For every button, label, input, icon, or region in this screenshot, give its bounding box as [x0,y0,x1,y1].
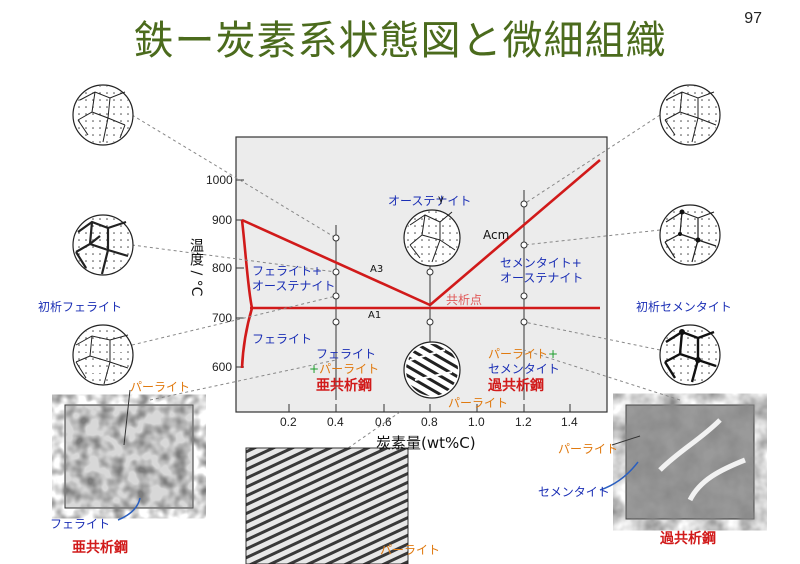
cementite-arrow [599,461,639,491]
left-grain-circle-bottom [72,324,134,386]
label-ferrite: フェライト [252,332,313,346]
x-tick-0.2: 0.2 [280,415,297,429]
y-tick-900: 900 [212,213,233,227]
hypereutectoid-micrograph [625,404,755,520]
phase-boundaries [240,159,601,369]
pearlite-arrow-left [123,389,131,446]
label-micrograph-left-ferrite: フェライト [50,517,111,531]
x-tick-1.2: 1.2 [515,415,532,429]
label-proeutectoid-cementite: 初析セメンタイト [636,300,732,314]
label-plus-green: + [309,362,320,376]
austenite-grain-circle [403,209,461,267]
y-tick-700: 700 [212,311,233,325]
label-micrograph-left-caption: 亜共析鋼 [72,540,128,556]
label-micrograph-center-pearlite: パーライト [380,543,441,557]
label-hypereutectoid-steel: 過共析鋼 [488,378,544,394]
label-proeutectoid-ferrite: 初析フェライト [38,300,123,314]
label-gamma: γ [438,194,444,205]
label-a3: A3 [370,264,384,275]
pearlite-arrow-right [611,435,641,446]
x-tick-0.4: 0.4 [327,415,344,429]
x-tick-0.8: 0.8 [421,415,438,429]
label-eutectoid-point: 共析点 [446,293,483,307]
connector-lines [131,114,681,463]
page-number: 97 [744,10,762,27]
label-a1: A1 [368,310,382,321]
label-pearlite-cementite-1: パーライト+ [488,345,558,362]
composition-markers [332,200,528,326]
label-ferrite-pearlite-2: +パーライト [309,360,379,377]
label-micrograph-right-cementite: セメンタイト [538,485,610,499]
y-tick-600: 600 [212,360,233,374]
x-tick-0.6: 0.6 [375,415,392,429]
label-austenite: オーステナイト [388,194,472,208]
right-grain-circle-bottom [659,324,721,386]
label-ferrite-austenite-1: フェライト+ [252,264,323,278]
label-ferrite-pearlite-1: フェライト [316,347,377,361]
y-tick-1000: 1000 [206,173,233,187]
label-pearlite-cementite-2: セメンタイト [488,362,560,376]
pearlite-circle [403,341,461,399]
label-pearlite-orange: パーライト [319,362,380,376]
y-axis-label: 温度 / °C [188,238,204,297]
label-pearlite-center: パーライト [448,396,509,410]
x-tick-1.4: 1.4 [561,415,578,429]
label-cementite-austenite-1: セメンタイト+ [500,256,582,270]
right-grain-circle-top [659,84,721,146]
label-micrograph-right-pearlite: パーライト [558,442,619,456]
right-grain-circle-mid [659,204,721,266]
label-plus-green-2: + [548,347,559,361]
hypoeutectoid-micrograph [64,404,194,509]
left-grain-circle-top [72,84,134,146]
label-pearlite-text: パーライト [488,347,549,361]
left-grain-circle-mid [72,214,134,276]
pearlite-micrograph [245,447,409,564]
x-ticks [288,404,571,412]
label-cementite-austenite-2: オーステナイト [500,271,584,285]
label-micrograph-right-caption: 過共析鋼 [660,531,716,547]
label-acm: Acm [483,228,510,242]
y-tick-800: 800 [212,261,233,275]
page-title: 鉄ー炭素系状態図と微細組織 [133,18,667,64]
label-hypoeutectoid-steel: 亜共析鋼 [316,378,372,394]
ferrite-arrow [117,497,141,521]
x-axis-label: 炭素量(wt%C) [376,434,476,452]
label-micrograph-left-pearlite: パーライト [130,380,191,394]
label-ferrite-austenite-2: オーステナイト [252,279,336,293]
x-tick-1.0: 1.0 [468,415,485,429]
